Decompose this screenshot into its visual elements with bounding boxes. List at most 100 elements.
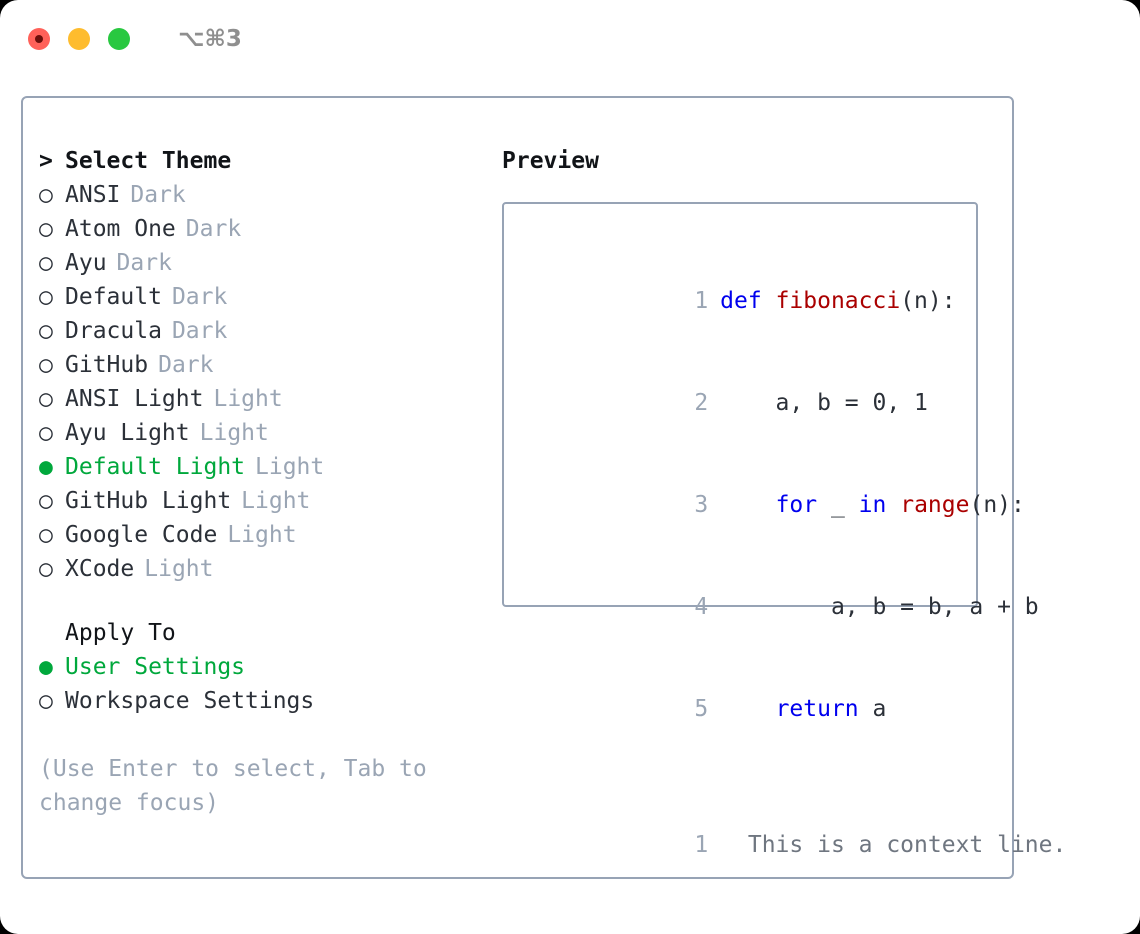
code-token xyxy=(720,696,775,722)
theme-mode-tag: Light xyxy=(227,522,297,548)
diff-text: This is a context line. xyxy=(720,832,1067,858)
theme-item-ansi-dark[interactable]: ○ ANSI Dark xyxy=(39,178,499,212)
theme-label: ANSI Light xyxy=(65,386,204,412)
apply-to-header: ○Apply To xyxy=(39,616,499,650)
theme-item-ayu-light[interactable]: ○ Ayu Light Light xyxy=(39,416,499,450)
apply-to-workspace-settings[interactable]: ○ Workspace Settings xyxy=(39,684,499,718)
keyboard-shortcut-label: ⌥⌘3 xyxy=(178,26,242,52)
code-line: 1 def fibonacci(n): xyxy=(522,250,976,352)
theme-mode-tag: Light xyxy=(241,488,311,514)
theme-item-default-light[interactable]: ● Default Light Light xyxy=(39,450,499,484)
theme-mode-tag: Light xyxy=(255,454,325,480)
radio-unselected-icon[interactable]: ○ xyxy=(39,386,53,412)
close-button[interactable] xyxy=(28,28,50,50)
theme-label: Google Code xyxy=(65,522,218,548)
code-spacer xyxy=(522,760,976,794)
theme-item-github-light[interactable]: ○ GitHub Light Light xyxy=(39,484,499,518)
line-number: 4 xyxy=(694,594,709,620)
code-line: 4 a, b = b, a + b xyxy=(522,556,1038,658)
radio-unselected-icon[interactable]: ○ xyxy=(39,250,53,276)
code-token: a, b = 0, 1 xyxy=(720,390,928,416)
radio-unselected-icon[interactable]: ○ xyxy=(39,488,53,514)
radio-unselected-icon[interactable]: ○ xyxy=(39,688,53,714)
code-token: fibonacci xyxy=(775,288,901,314)
diff-line-deleted: 2- This line was deleted. xyxy=(522,896,976,934)
theme-mode-tag: Light xyxy=(144,556,214,582)
line-number: 5 xyxy=(694,696,709,722)
code-token xyxy=(886,492,900,518)
code-token: a, b = b, a + b xyxy=(720,594,1039,620)
window-controls xyxy=(28,28,130,50)
apply-to-label: User Settings xyxy=(65,654,246,680)
theme-mode-tag: Dark xyxy=(158,352,214,378)
code-token: def xyxy=(720,288,776,314)
theme-mode-tag: Dark xyxy=(171,284,228,310)
theme-item-atom-one-dark[interactable]: ○ Atom One Dark xyxy=(39,212,499,246)
theme-mode-tag: Dark xyxy=(116,250,172,276)
radio-unselected-icon[interactable]: ○ xyxy=(39,284,53,310)
preview-title: Preview xyxy=(502,148,599,174)
apply-to-label: Workspace Settings xyxy=(65,688,315,714)
code-token: for xyxy=(775,492,818,518)
theme-item-ansi-light[interactable]: ○ ANSI Light Light xyxy=(39,382,499,416)
theme-item-dracula-dark[interactable]: ○ Dracula Dark xyxy=(39,314,499,348)
apply-to-title: Apply To xyxy=(65,620,176,646)
line-number: 3 xyxy=(694,492,709,518)
caret-icon: > xyxy=(39,148,53,174)
theme-item-github-dark[interactable]: ○ GitHub Dark xyxy=(39,348,499,382)
code-token: (n): xyxy=(969,492,1025,518)
theme-mode-tag: Dark xyxy=(185,216,242,242)
code-line: 5 return a xyxy=(522,658,976,760)
code-token: a xyxy=(858,696,887,722)
select-theme-header: >Select Theme xyxy=(39,144,499,178)
theme-label: Ayu xyxy=(65,250,107,276)
code-line: 2 a, b = 0, 1 xyxy=(522,352,976,454)
code-token: (n): xyxy=(900,288,956,314)
line-number: 1 xyxy=(694,288,709,314)
apply-to-user-settings[interactable]: ● User Settings xyxy=(39,650,499,684)
theme-mode-tag: Dark xyxy=(130,182,186,208)
radio-unselected-icon[interactable]: ○ xyxy=(39,352,53,378)
theme-label: ANSI xyxy=(65,182,121,208)
radio-unselected-icon[interactable]: ○ xyxy=(39,318,53,344)
title-bar: ⌥⌘3 xyxy=(0,0,1140,78)
theme-label: Default Light xyxy=(65,454,246,480)
code-token: range xyxy=(900,492,970,518)
theme-label: Ayu Light xyxy=(65,420,190,446)
maximize-button[interactable] xyxy=(108,28,130,50)
theme-label: XCode xyxy=(65,556,135,582)
radio-unselected-icon[interactable]: ○ xyxy=(39,420,53,446)
code-token: return xyxy=(775,696,859,722)
theme-item-ayu-dark[interactable]: ○ Ayu Dark xyxy=(39,246,499,280)
theme-mode-tag: Dark xyxy=(171,318,228,344)
radio-selected-icon[interactable]: ● xyxy=(39,454,53,480)
radio-unselected-icon[interactable]: ○ xyxy=(39,216,53,242)
radio-unselected-icon[interactable]: ○ xyxy=(39,556,53,582)
radio-unselected-icon[interactable]: ○ xyxy=(39,182,53,208)
line-number: 2 xyxy=(694,390,709,416)
theme-label: Dracula xyxy=(65,318,162,344)
theme-mode-tag: Light xyxy=(199,420,269,446)
theme-label: GitHub Light xyxy=(65,488,232,514)
minimize-button[interactable] xyxy=(68,28,90,50)
theme-label: Atom One xyxy=(65,216,176,242)
diff-line-context: 1 This is a context line. xyxy=(522,794,1066,896)
radio-selected-icon[interactable]: ● xyxy=(39,654,53,680)
radio-unselected-icon[interactable]: ○ xyxy=(39,522,53,548)
line-number: 2 xyxy=(688,930,708,934)
code-line: 3 for _ in range(n): xyxy=(522,454,1025,556)
code-token: in xyxy=(858,492,887,518)
theme-item-xcode[interactable]: ○ XCode Light xyxy=(39,552,499,586)
keyboard-hint-text: (Use Enter to select, Tab to change focu… xyxy=(39,756,427,816)
theme-mode-tag: Light xyxy=(213,386,283,412)
spacer-icon: ○ xyxy=(39,616,65,650)
theme-item-google-code[interactable]: ○ Google Code Light xyxy=(39,518,499,552)
theme-label: GitHub xyxy=(65,352,149,378)
code-token xyxy=(720,492,775,518)
